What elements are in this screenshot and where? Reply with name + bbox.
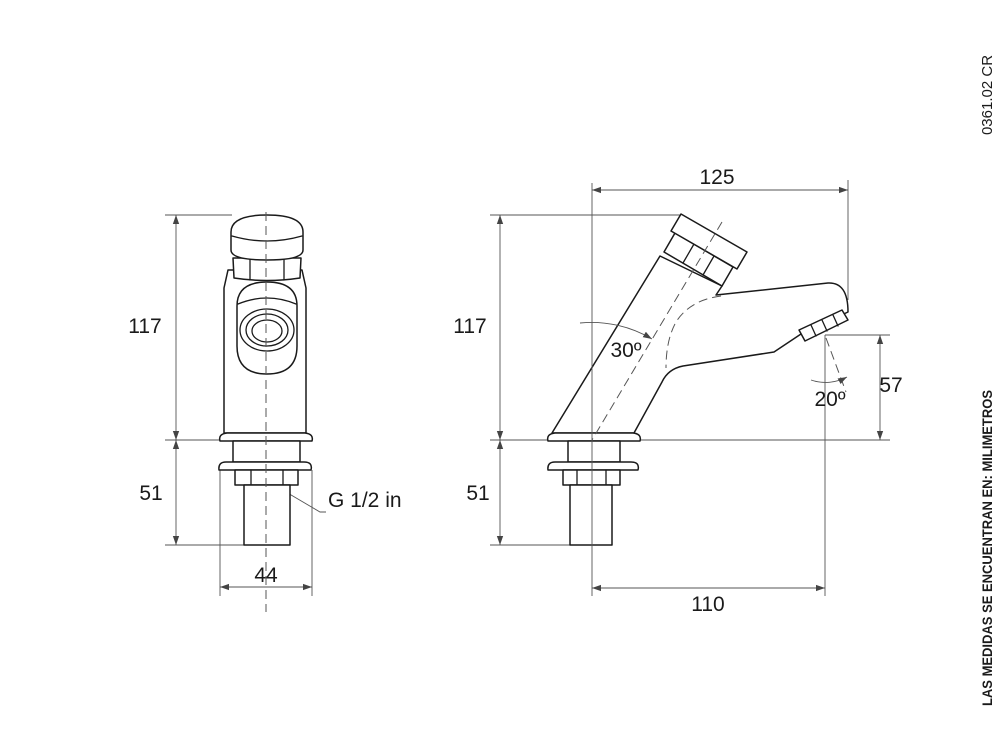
side-body-axis-centerline (591, 221, 723, 441)
front-shank-label: 51 (139, 482, 162, 505)
front-height-label: 117 (128, 315, 161, 338)
side-inlet-pipe (569, 484, 613, 546)
side-aerator-nozzle (798, 309, 849, 342)
side-threaded-collar (567, 440, 621, 463)
spout-angle-arc (810, 376, 848, 385)
overall-reach-label: 125 (699, 166, 734, 189)
side-cap-nut-facet-left (682, 243, 695, 264)
front-spout-top-face (237, 297, 297, 305)
spout-reach-label: 110 (691, 593, 724, 616)
units-note: LAS MEDIDAS SE ENCUENTRAN EN: MILIMETROS (979, 390, 995, 706)
side-height-label: 117 (453, 315, 486, 338)
side-view-faucet (546, 213, 849, 546)
front-view: 117 51 44 G 1/2 in (128, 212, 402, 612)
front-push-button-top-edge (231, 235, 303, 242)
drawing-code: 0361.02 CR (979, 55, 996, 135)
side-view-labels: 117 51 125 110 57 30º 20º (453, 166, 902, 616)
front-push-button-cap (230, 214, 304, 261)
spout-height-label: 57 (879, 374, 902, 397)
side-lock-nut (562, 469, 621, 486)
side-washer (547, 461, 640, 471)
body-angle-label: 30º (610, 339, 641, 362)
side-view: 117 51 125 110 57 30º 20º (453, 166, 902, 616)
front-view-dimensions (165, 214, 326, 596)
front-cap-nut (232, 257, 302, 282)
side-body-and-spout (551, 255, 849, 434)
side-view-dimensions (490, 180, 890, 596)
spout-angle-label: 20º (814, 388, 845, 411)
front-view-labels: 117 51 44 G 1/2 in (128, 315, 401, 587)
front-aerator-inner (251, 319, 283, 343)
thread-leader-line (285, 491, 326, 513)
side-aerator-groove-1 (810, 324, 817, 337)
front-aerator-ring (245, 313, 289, 347)
side-shank-label: 51 (466, 482, 489, 505)
side-push-button-cap (670, 213, 748, 270)
front-aerator-outer (239, 308, 295, 352)
front-spout-outline (236, 281, 298, 375)
side-base-flange (546, 432, 642, 442)
side-cap-nut-facet-right (702, 255, 715, 276)
side-aerator-groove-3 (832, 314, 839, 327)
spout-outlet-centerline (825, 337, 847, 393)
front-inlet-pipe (243, 484, 291, 546)
body-angle-arc (579, 322, 653, 340)
side-aerator-groove-2 (821, 319, 828, 332)
thread-size-label: G 1/2 in (328, 489, 402, 512)
front-washer (218, 461, 313, 471)
front-width-label: 44 (254, 564, 278, 587)
side-internal-cartridge-outline (665, 295, 722, 369)
